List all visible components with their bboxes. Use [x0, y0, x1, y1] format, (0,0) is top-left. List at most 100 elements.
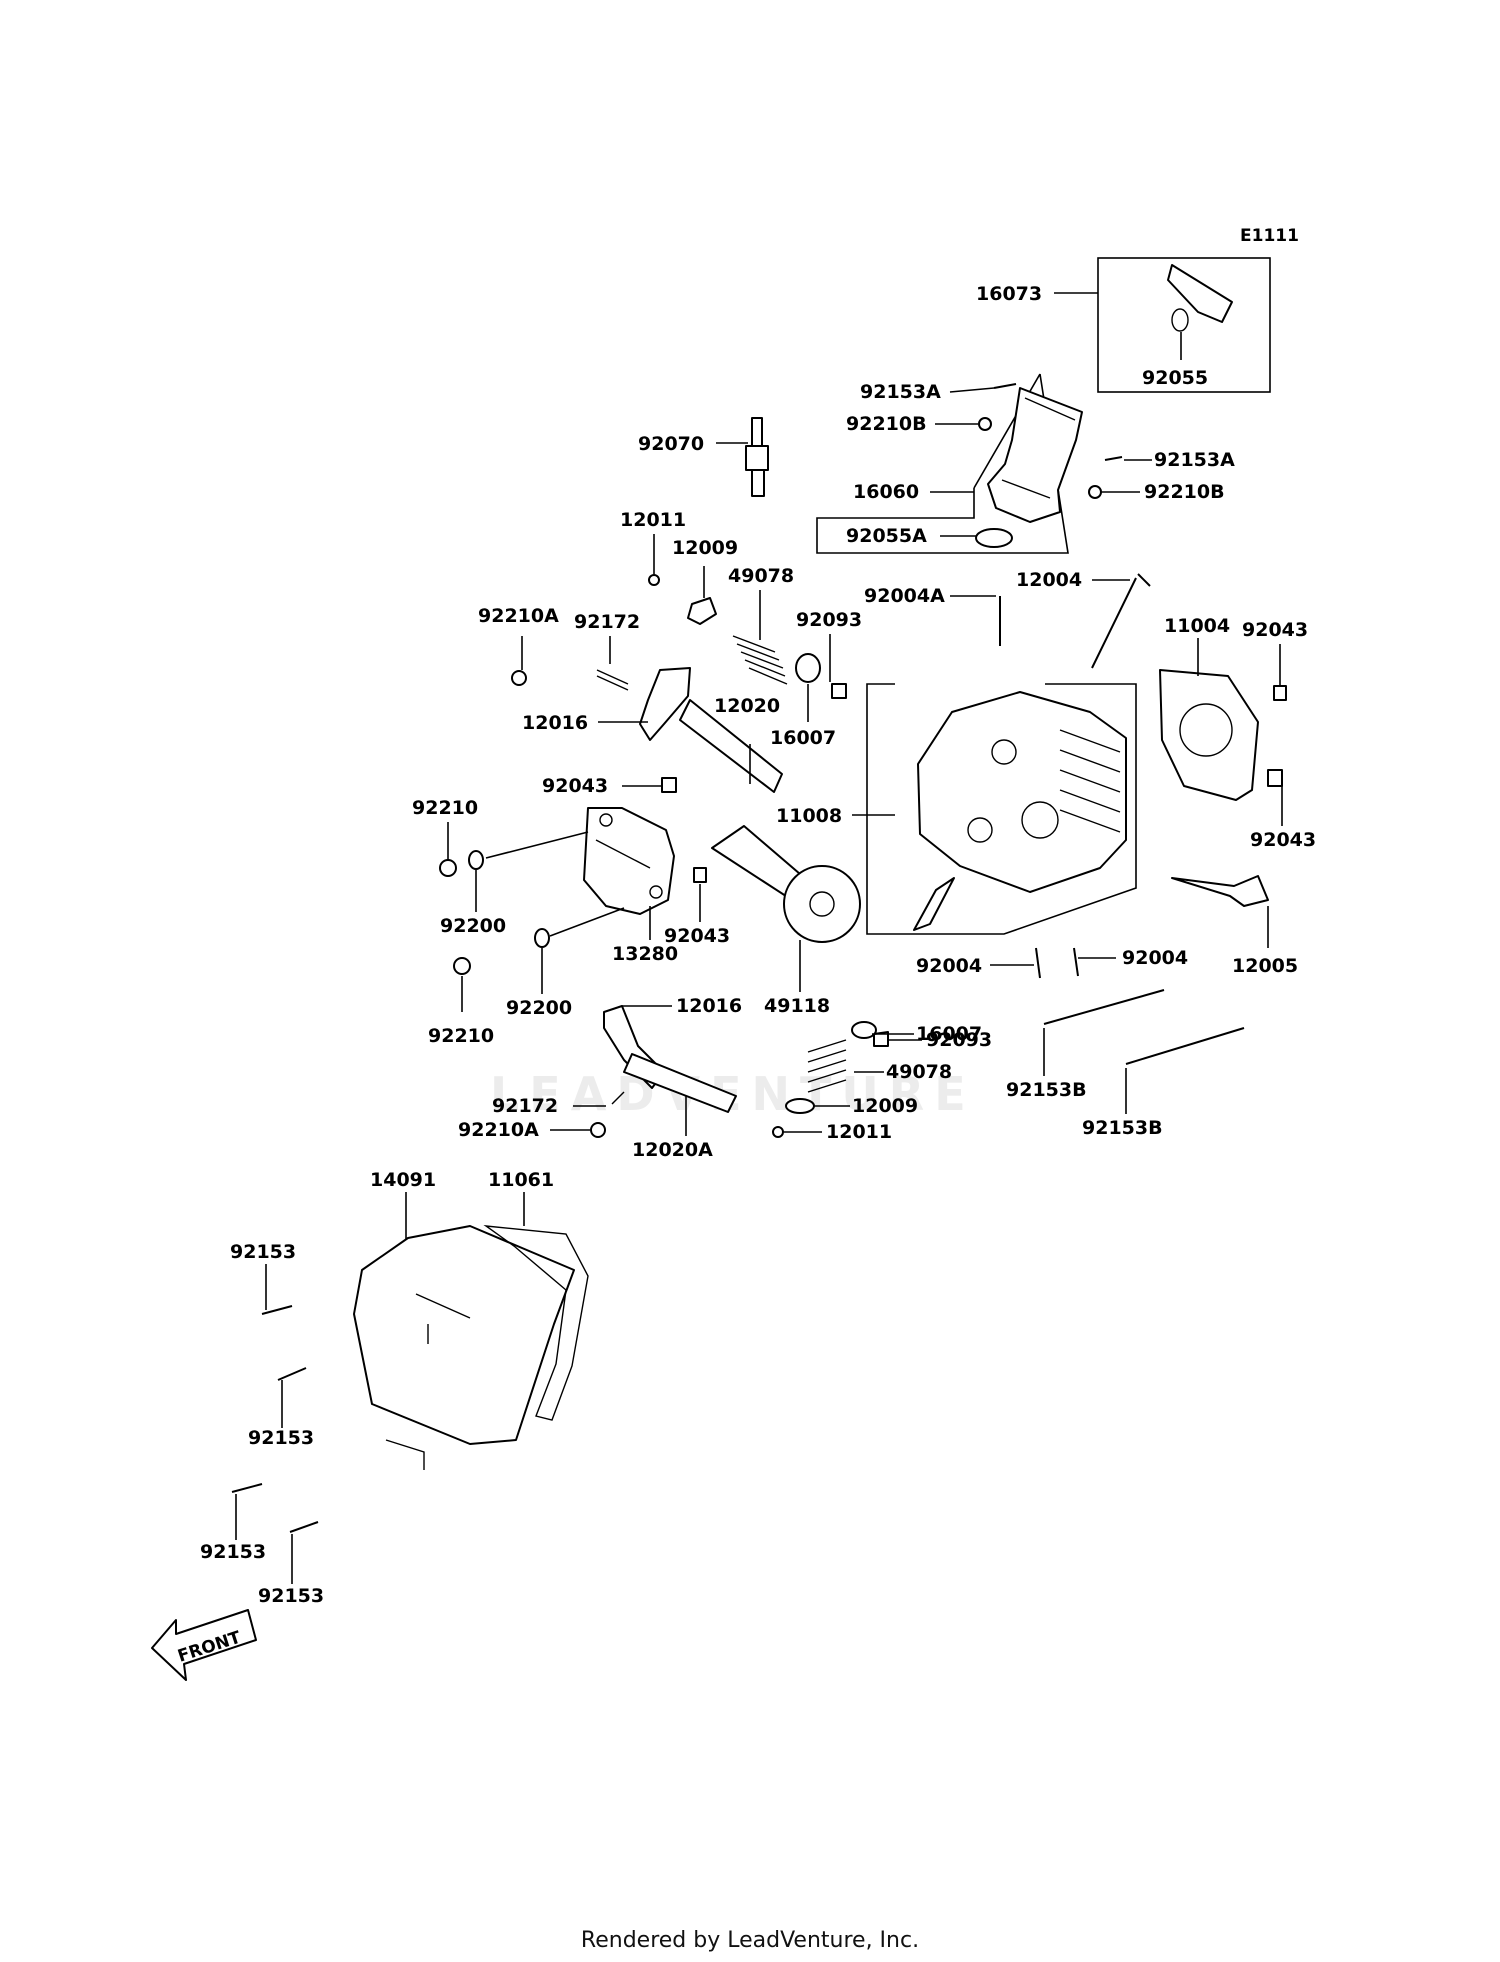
callout-92004[interactable]: 92004	[1122, 947, 1188, 969]
valve-guide-lower	[913, 877, 955, 931]
valve-12004	[1091, 573, 1151, 669]
nut-92210B-2	[1088, 485, 1102, 499]
o-ring-92055A	[975, 528, 1013, 548]
callout-92210A[interactable]: 92210A	[458, 1119, 539, 1141]
washer-92200-2	[534, 928, 550, 948]
rocker-shaft-12020	[679, 699, 783, 793]
callout-92153[interactable]: 92153	[200, 1541, 266, 1563]
callout-92055A[interactable]: 92055A	[846, 525, 927, 547]
callout-92043[interactable]: 92043	[1250, 829, 1316, 851]
callout-92004[interactable]: 92004	[916, 955, 982, 977]
cotter-12011-2	[772, 1126, 784, 1138]
guide-92004-1	[1035, 947, 1041, 979]
valve-spring-49078-2	[807, 1039, 847, 1093]
seal-16007-1	[795, 653, 821, 683]
callout-92210A[interactable]: 92210A	[478, 605, 559, 627]
callout-92055[interactable]: 92055	[1142, 367, 1208, 389]
bolt-92153-2	[277, 1367, 307, 1381]
callout-92153[interactable]: 92153	[258, 1585, 324, 1607]
callout-92200[interactable]: 92200	[506, 997, 572, 1019]
callout-12016[interactable]: 12016	[676, 995, 742, 1017]
callout-14091[interactable]: 14091	[370, 1169, 436, 1191]
insulator-plate-16073	[1167, 264, 1233, 332]
callout-92070[interactable]: 92070	[638, 433, 704, 455]
callout-92210B[interactable]: 92210B	[1144, 481, 1225, 503]
diagram-code: E1111	[1240, 226, 1299, 246]
valve-12005	[1171, 875, 1269, 907]
leader-lines	[235, 292, 1283, 1584]
callout-92153[interactable]: 92153	[248, 1427, 314, 1449]
stud-92153B-2	[1125, 1027, 1245, 1065]
guide-92004-2	[1073, 947, 1079, 977]
callout-92172[interactable]: 92172	[492, 1095, 558, 1117]
callout-12005[interactable]: 12005	[1232, 955, 1298, 977]
stud-92153B-1	[1043, 989, 1165, 1025]
nut-92210B-1	[978, 417, 992, 431]
rocker-arm-12016-1	[639, 667, 691, 741]
pin-92043-3	[1267, 769, 1283, 787]
group-box-16073	[1097, 257, 1271, 393]
callout-12004[interactable]: 12004	[1016, 569, 1082, 591]
callout-92210[interactable]: 92210	[428, 1025, 494, 1047]
callout-11008[interactable]: 11008	[776, 805, 842, 827]
callout-92153B[interactable]: 92153B	[1006, 1079, 1087, 1101]
callout-92093[interactable]: 92093	[796, 609, 862, 631]
pin-92043-2	[661, 777, 677, 793]
callout-12020[interactable]: 12020	[714, 695, 780, 717]
nut-92210-2	[453, 957, 471, 975]
callout-92043[interactable]: 92043	[542, 775, 608, 797]
callout-92153[interactable]: 92153	[230, 1241, 296, 1263]
group-box-11008	[866, 683, 1137, 935]
nut-92210A-1	[511, 670, 527, 686]
callout-92004A[interactable]: 92004A	[864, 585, 945, 607]
group-box-16060	[816, 373, 1069, 554]
callout-92153A[interactable]: 92153A	[860, 381, 941, 403]
head-gasket-11004	[1159, 669, 1259, 801]
callout-92210[interactable]: 92210	[412, 797, 478, 819]
callout-12011[interactable]: 12011	[620, 509, 686, 531]
callout-12011[interactable]: 12011	[826, 1121, 892, 1143]
pin-92043-4	[693, 867, 707, 883]
callout-16073[interactable]: 16073	[976, 283, 1042, 305]
callout-12016[interactable]: 12016	[522, 712, 588, 734]
valve-spring-49078-1	[732, 635, 788, 685]
callout-92200[interactable]: 92200	[440, 915, 506, 937]
cylinder-head-cover-14091	[353, 1225, 575, 1470]
pin-92043-1	[1273, 685, 1287, 701]
callouts: 16073 92055 92153A 92210B 92153A 92210B …	[200, 283, 1316, 1607]
rocker-holder-13280	[583, 807, 675, 915]
callout-16007[interactable]: 16007	[916, 1023, 982, 1045]
spark-plug-92070	[745, 417, 769, 497]
cotter-12011-1	[648, 574, 660, 586]
callout-12009[interactable]: 12009	[672, 537, 738, 559]
callout-92093[interactable]: 92093	[926, 1029, 992, 1051]
callout-49118[interactable]: 49118	[764, 995, 830, 1017]
retainer-12009-2	[785, 1098, 815, 1114]
callout-16007[interactable]: 16007	[770, 727, 836, 749]
callout-92043[interactable]: 92043	[1242, 619, 1308, 641]
bolt-92153-3	[231, 1483, 263, 1493]
callout-13280[interactable]: 13280	[612, 943, 678, 965]
callout-12020A[interactable]: 12020A	[632, 1139, 713, 1161]
front-direction-arrow: FRONT	[151, 1609, 257, 1681]
callout-92043[interactable]: 92043	[664, 925, 730, 947]
callout-16060[interactable]: 16060	[853, 481, 919, 503]
callout-92210B[interactable]: 92210B	[846, 413, 927, 435]
callout-92172[interactable]: 92172	[574, 611, 640, 633]
callout-92153A[interactable]: 92153A	[1154, 449, 1235, 471]
retainer-12009-1	[687, 597, 717, 625]
screw-92172-2	[611, 1091, 625, 1105]
callout-12009[interactable]: 12009	[852, 1095, 918, 1117]
bolt-92153-4	[289, 1521, 319, 1533]
callout-11061[interactable]: 11061	[488, 1169, 554, 1191]
callout-11004[interactable]: 11004	[1164, 615, 1230, 637]
washer-92200-1	[468, 850, 484, 870]
callout-49078[interactable]: 49078	[728, 565, 794, 587]
cover-gasket-11061	[483, 1225, 589, 1421]
callout-49078[interactable]: 49078	[886, 1061, 952, 1083]
screw-92172-1	[596, 669, 629, 691]
seal-16007-2	[851, 1021, 877, 1039]
rocker-shaft-12020A	[623, 1053, 737, 1113]
nut-92210A-2	[590, 1122, 606, 1138]
callout-92153B[interactable]: 92153B	[1082, 1117, 1163, 1139]
